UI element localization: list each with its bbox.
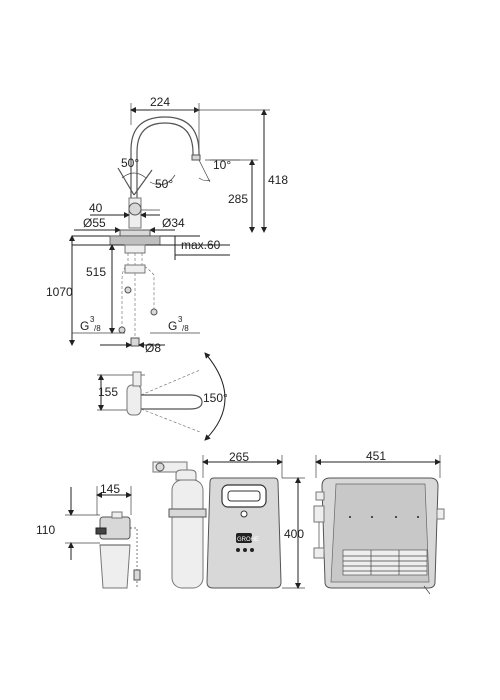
power-plug — [313, 547, 325, 559]
swing-arc — [204, 352, 226, 441]
lever-left — [117, 167, 135, 196]
badge-text: GROHE — [237, 537, 259, 543]
base-plate — [119, 229, 151, 237]
co2-neck — [175, 469, 197, 481]
dim-451: 451 — [366, 449, 386, 463]
faucet-side-view: 224 418 285 50° 50° 10° 40 — [46, 95, 288, 355]
g-left-sub: /8 — [94, 324, 101, 333]
dim-265: 265 — [229, 450, 249, 464]
counter-section — [109, 235, 161, 246]
regulator-gauge — [155, 462, 165, 472]
indicator — [236, 548, 240, 552]
dim-515: 515 — [86, 265, 106, 279]
max-60: max.60 — [181, 238, 221, 252]
top-body — [126, 384, 142, 416]
hose-fitting — [118, 326, 126, 334]
connector-right — [436, 508, 445, 520]
dim-400: 400 — [284, 527, 304, 541]
power-icon — [240, 510, 248, 518]
spout-outer — [130, 116, 200, 205]
g-right: G — [168, 319, 177, 333]
angle-arc — [121, 172, 147, 179]
top-handle — [132, 371, 142, 387]
screw — [417, 516, 419, 518]
chiller-side-view: 265 GROHE 400 — [152, 450, 305, 589]
foot — [423, 585, 431, 595]
aerator — [191, 154, 201, 161]
filter-view: 145 110 — [36, 482, 141, 589]
connector — [313, 505, 325, 523]
g-right-sup: 3 — [178, 315, 183, 324]
hose-right — [141, 253, 155, 310]
hose-fitting — [133, 569, 141, 581]
filter-top — [111, 511, 123, 519]
dim-155: 155 — [98, 385, 118, 399]
mount-nut — [124, 244, 146, 254]
filter-valve — [95, 527, 107, 535]
indicator — [250, 548, 254, 552]
dim-1070: 1070 — [46, 285, 73, 299]
dim-145: 145 — [100, 482, 120, 496]
filter-cartridge — [99, 544, 131, 589]
faucet-top-view: 155 150° — [97, 352, 228, 441]
handle-knob — [128, 202, 142, 216]
lever-right — [133, 169, 153, 196]
dim-285: 285 — [228, 192, 248, 206]
co2-regulator — [152, 461, 188, 473]
angle-arc-right — [149, 174, 176, 186]
hose-fitting — [124, 286, 132, 294]
spout-inner — [136, 122, 194, 205]
angle-10: 10° — [213, 158, 231, 172]
top-spout — [141, 394, 203, 410]
indicator — [243, 548, 247, 552]
dim-d8: Ø8 — [145, 341, 161, 355]
co2-bottle — [171, 479, 204, 589]
swing-line — [140, 408, 201, 433]
angle-50-top: 50° — [121, 156, 139, 170]
screw — [371, 516, 373, 518]
g-left: G — [80, 319, 89, 333]
dim-418: 418 — [268, 173, 288, 187]
g-left-sup: 3 — [90, 315, 95, 324]
hose-fitting — [150, 308, 158, 316]
dim-224: 224 — [150, 95, 170, 109]
screw — [395, 516, 397, 518]
hose-clip — [124, 264, 146, 274]
co2-strap — [168, 508, 207, 518]
dim-d34: Ø34 — [162, 216, 185, 230]
chiller-front-view: 451 — [313, 449, 445, 595]
dim-40: 40 — [89, 201, 103, 215]
angle-line — [198, 159, 211, 183]
g-right-sub: /8 — [182, 324, 189, 333]
display-inner — [227, 490, 261, 502]
angle-150: 150° — [203, 391, 228, 405]
brand-badge — [236, 533, 252, 543]
dim-d55: Ø55 — [83, 216, 106, 230]
hose-end — [130, 337, 140, 347]
angle-50-right: 50° — [155, 177, 173, 191]
angle-arc-10 — [198, 177, 211, 182]
swing-line — [140, 369, 201, 396]
connector — [315, 491, 325, 501]
screw — [349, 516, 351, 518]
dim-110: 110 — [36, 523, 55, 537]
